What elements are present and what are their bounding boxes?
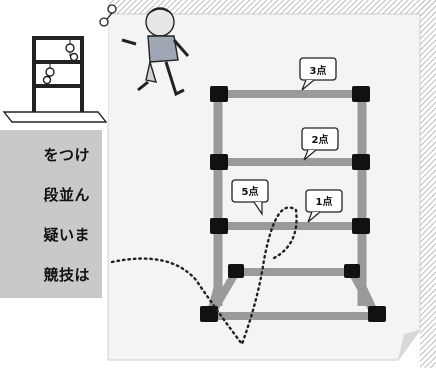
bola-icon bbox=[99, 4, 117, 27]
score-sign-5: 5点 bbox=[231, 179, 269, 216]
folded-corner bbox=[398, 330, 420, 360]
main-ladder-frame bbox=[200, 86, 386, 322]
text-line: 競技は bbox=[43, 266, 90, 284]
text-line: 疑いま bbox=[43, 226, 90, 244]
right-hatched-strip bbox=[420, 0, 436, 368]
small-ladder-icon bbox=[0, 0, 108, 124]
score-sign-1: 1点 bbox=[305, 189, 343, 223]
score-sign-3: 3点 bbox=[299, 57, 337, 91]
dotted-trajectory-icon bbox=[110, 206, 298, 347]
description-text-panel: をつけ 段並ん 疑いま 競技は bbox=[0, 130, 102, 298]
score-sign-label: 2点 bbox=[312, 133, 329, 146]
score-sign-2: 2点 bbox=[301, 127, 339, 161]
score-sign-label: 3点 bbox=[310, 64, 327, 77]
score-sign-label: 5点 bbox=[242, 185, 259, 198]
text-line: 段並ん bbox=[43, 186, 90, 204]
child-throwing-icon bbox=[121, 7, 190, 97]
text-line: をつけ bbox=[43, 146, 90, 164]
top-hatched-strip bbox=[108, 0, 436, 14]
score-sign-label: 1点 bbox=[316, 195, 333, 208]
